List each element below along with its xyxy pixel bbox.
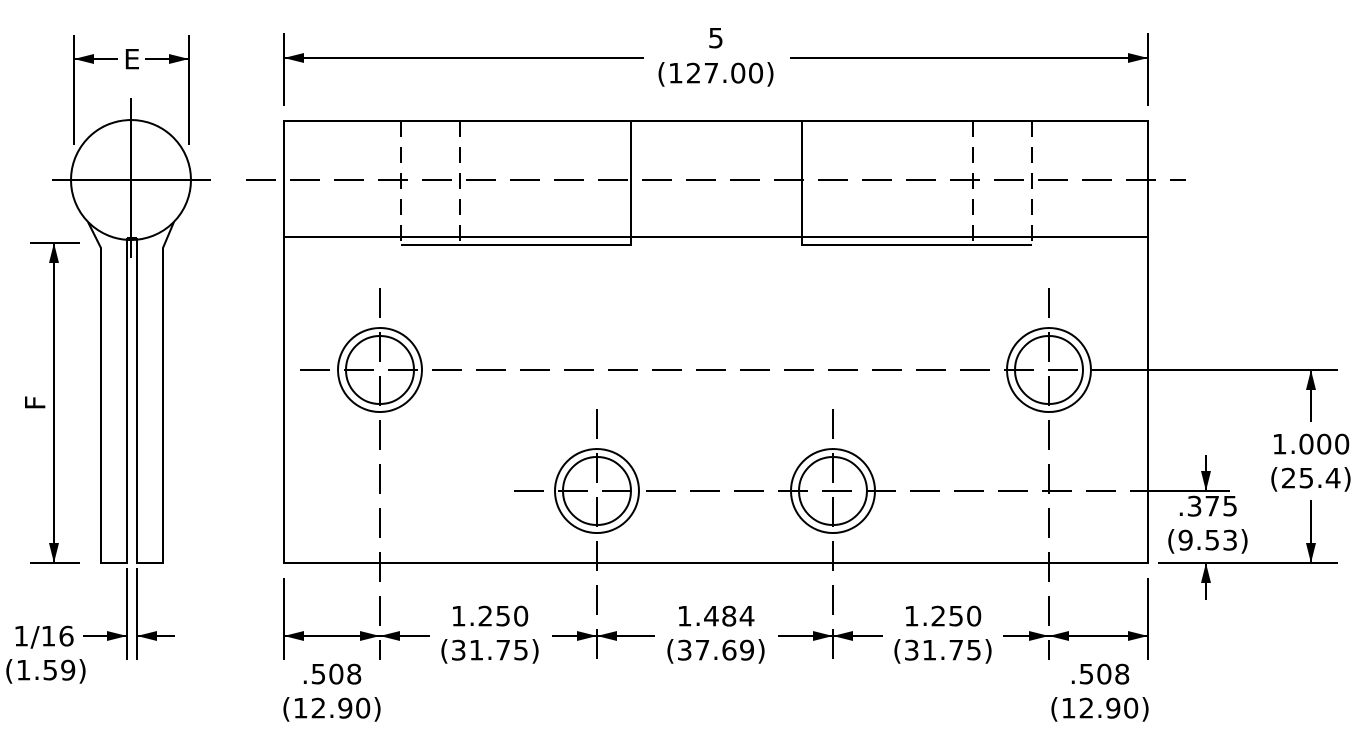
spacing-center-inch: 1.484 bbox=[676, 600, 756, 633]
edge-right-inch: .508 bbox=[1069, 658, 1131, 691]
spacing-right-inch: 1.250 bbox=[903, 600, 983, 633]
hole-lower-right bbox=[790, 409, 876, 660]
front-view: 5 (127.00) 1.000 (25.4) .375 (9.53) .508… bbox=[246, 22, 1353, 725]
spacing-left-mm: (31.75) bbox=[439, 634, 541, 667]
e-label: E bbox=[123, 43, 141, 76]
offset-1000-mm: (25.4) bbox=[1269, 462, 1353, 495]
hole-lower-left bbox=[554, 409, 640, 660]
leaf-profile-left bbox=[87, 221, 128, 564]
offset-1000-inch: 1.000 bbox=[1271, 428, 1351, 461]
len-inch: 5 bbox=[707, 22, 725, 55]
offset-375-inch: .375 bbox=[1177, 490, 1239, 523]
len-mm: (127.00) bbox=[656, 57, 776, 90]
leaf-profile-right bbox=[136, 221, 175, 564]
knuckle-left-solid bbox=[401, 121, 632, 246]
edge-left-mm: (12.90) bbox=[281, 692, 383, 725]
edge-right-mm: (12.90) bbox=[1049, 692, 1151, 725]
offset-375-mm: (9.53) bbox=[1166, 524, 1250, 557]
f-label: F bbox=[19, 395, 52, 411]
hole-upper-left bbox=[337, 288, 423, 660]
edge-left-inch: .508 bbox=[301, 658, 363, 691]
spacing-center-mm: (37.69) bbox=[665, 634, 767, 667]
hinge-outline bbox=[283, 120, 1149, 564]
side-view: E F 1/16 (1.59) bbox=[4, 35, 211, 687]
knuckle-right-solid bbox=[801, 121, 1032, 246]
thk-inch: 1/16 bbox=[13, 620, 76, 653]
spacing-right-mm: (31.75) bbox=[892, 634, 994, 667]
spacing-left-inch: 1.250 bbox=[450, 600, 530, 633]
thk-mm: (1.59) bbox=[4, 654, 88, 687]
hole-upper-right bbox=[1006, 288, 1092, 660]
